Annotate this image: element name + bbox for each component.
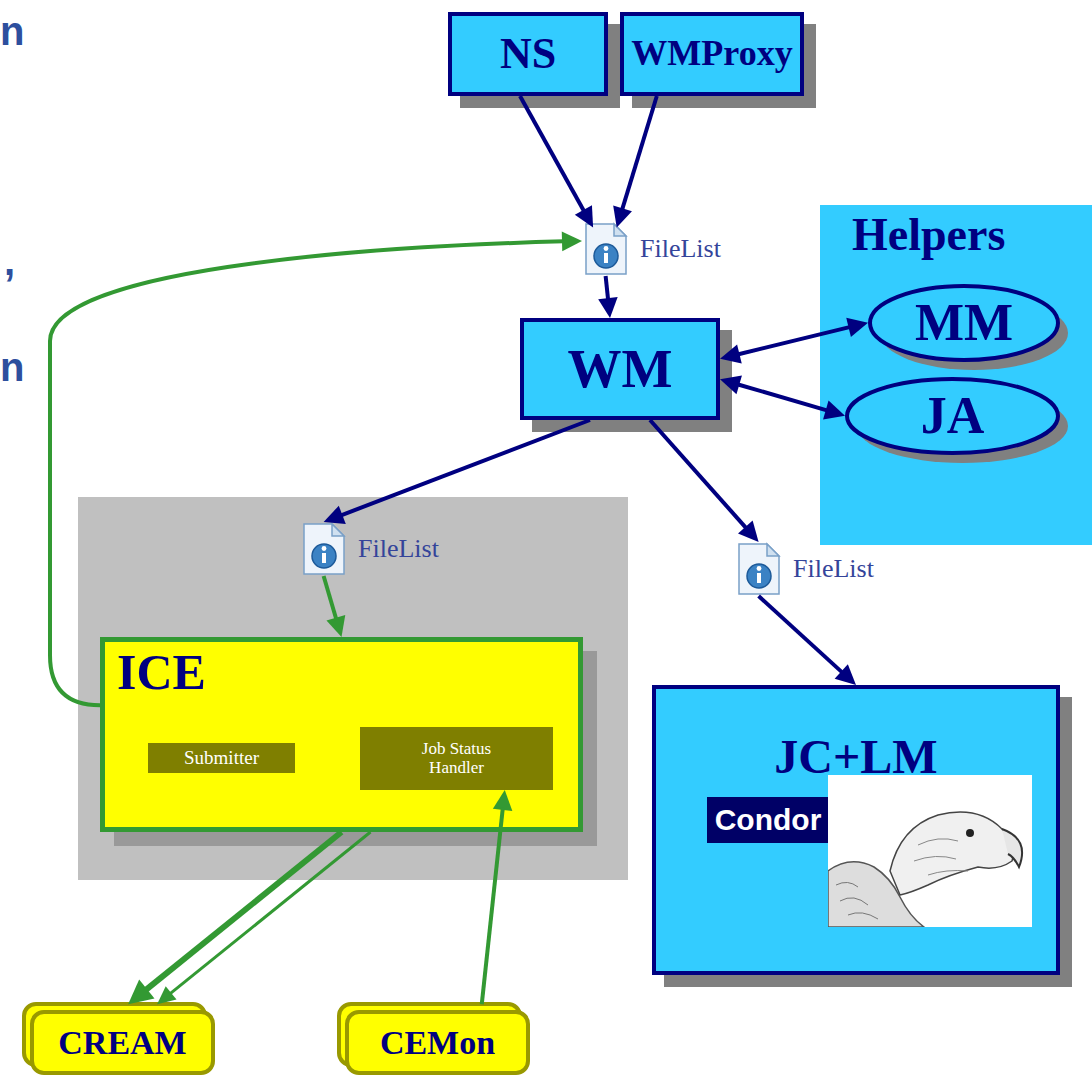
node-title: WM	[568, 338, 673, 400]
icon-page	[304, 524, 344, 574]
process-box: WM	[520, 318, 720, 420]
connector-line	[606, 276, 609, 300]
process-box: WMProxy	[620, 12, 804, 96]
service-stack: CREAM	[22, 1002, 215, 1075]
file-list: FileList	[735, 542, 874, 596]
node-title: JC+LM	[656, 729, 1056, 784]
connector-line	[145, 832, 341, 990]
info-file-icon	[300, 522, 348, 576]
service-stack: CEMon	[337, 1002, 530, 1075]
connector-line	[650, 420, 747, 529]
node-title: WMProxy	[631, 33, 792, 74]
flow-arrow	[613, 96, 657, 227]
node-title: CREAM	[58, 1023, 186, 1062]
node-title: NS	[500, 29, 556, 80]
icon-i-dot	[604, 246, 609, 251]
info-file-icon	[735, 542, 783, 596]
node-title: CEMon	[380, 1023, 495, 1062]
arrow-head	[562, 232, 582, 252]
icon-fold	[332, 524, 344, 536]
connector-line	[50, 241, 564, 705]
node-title: ICE	[117, 644, 578, 702]
connector-line	[520, 96, 584, 212]
condor-label: Condor	[707, 797, 829, 843]
connector-line	[170, 832, 371, 994]
file-list: FileList	[300, 522, 439, 576]
component-text: Job Status Handler	[407, 740, 507, 777]
flow-arrow	[482, 790, 513, 1004]
icon-i-dot	[322, 546, 327, 551]
arrow-head	[598, 297, 617, 318]
flow-arrow	[324, 420, 590, 524]
icon-fold	[614, 224, 626, 236]
connector-line	[482, 808, 503, 1004]
component-label: Job Status Handler	[360, 727, 553, 790]
connector-line	[340, 420, 590, 516]
flow-arrow	[50, 232, 582, 706]
arrow-head	[157, 986, 176, 1004]
helpers-band: HelpersMM JA	[820, 205, 1092, 545]
node-title: JA	[921, 386, 985, 446]
flow-arrow	[598, 276, 617, 318]
flow-arrow	[128, 832, 341, 1004]
icon-circle	[594, 244, 618, 268]
icon-circle	[747, 564, 771, 588]
icon-page	[586, 224, 626, 274]
connector-line	[622, 96, 657, 210]
slide-text-fragment: n	[0, 8, 24, 54]
arrow-head	[493, 790, 512, 811]
stack-front	[32, 1012, 213, 1073]
icon-i-stem	[322, 553, 326, 563]
slide-text-fragment: ,	[4, 238, 15, 284]
icon-i-dot	[757, 566, 762, 571]
flow-arrow	[324, 576, 346, 637]
flow-arrow	[720, 375, 845, 419]
connector-line	[324, 576, 337, 620]
node-title: MM	[915, 293, 1013, 353]
file-list-label: FileList	[358, 534, 439, 564]
file-list-label: FileList	[793, 554, 874, 584]
connector-line	[737, 327, 850, 355]
condor-illustration	[828, 775, 1032, 927]
ellipse-shape	[847, 379, 1058, 453]
file-list: FileList	[582, 222, 721, 276]
process-box: NS	[448, 12, 608, 96]
node-title: Helpers	[852, 209, 1092, 262]
info-file-icon	[582, 222, 630, 276]
icon-page	[739, 544, 779, 594]
component-label: Submitter	[148, 743, 295, 773]
flow-arrow	[759, 596, 856, 685]
file-list-label: FileList	[640, 234, 721, 264]
connector-line	[759, 596, 843, 673]
icon-fold	[767, 544, 779, 556]
icon-i-stem	[757, 573, 761, 583]
connector-line	[737, 384, 827, 410]
stack-front	[347, 1012, 528, 1073]
icon-circle	[312, 544, 336, 568]
helper-ellipse: JA	[845, 377, 1060, 455]
flow-arrow	[157, 832, 370, 1004]
icon-i-stem	[604, 253, 608, 263]
slide-text-fragment: n	[0, 344, 24, 390]
ellipse-shape	[870, 286, 1058, 360]
component-text: Condor	[715, 803, 822, 838]
ice-box: ICE Submitter Job Status Handler	[100, 637, 583, 832]
component-text: Submitter	[184, 747, 259, 769]
flow-arrow	[520, 96, 593, 227]
flow-arrow	[720, 318, 868, 364]
helper-ellipse: MM	[868, 284, 1060, 362]
flow-arrow	[650, 420, 759, 542]
